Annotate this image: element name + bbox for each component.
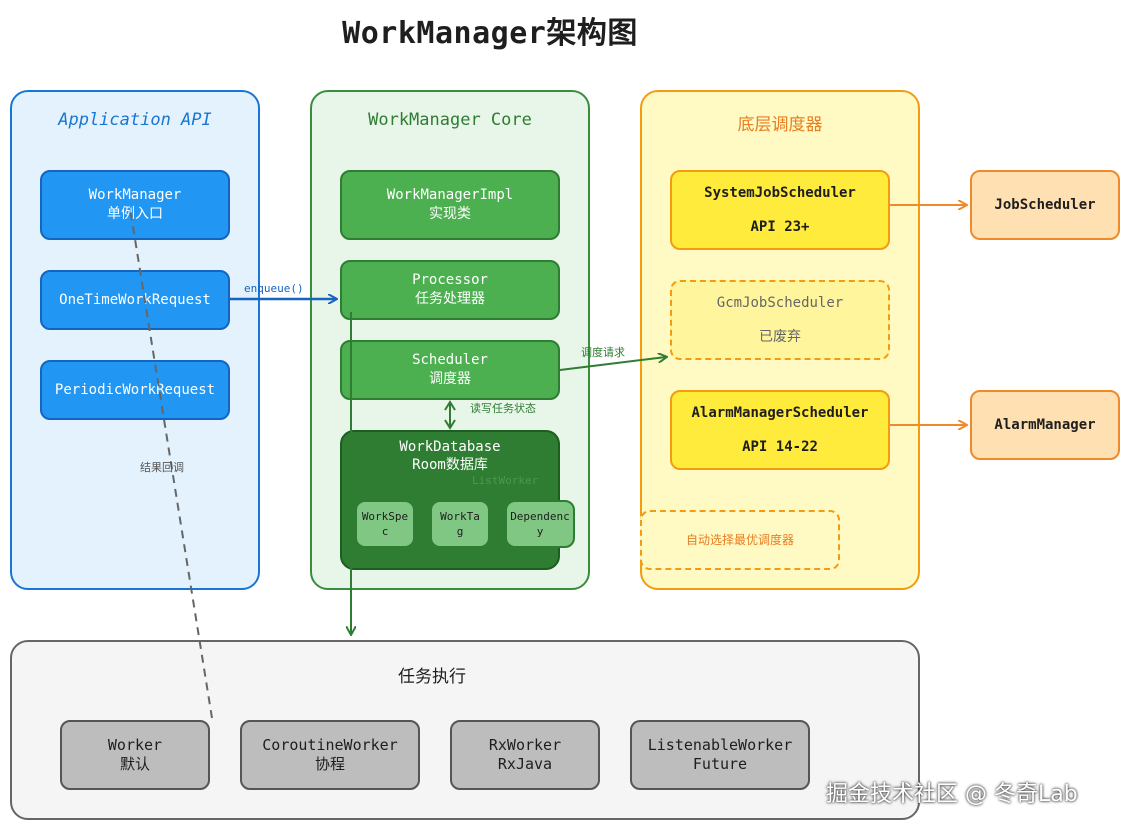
box-line1: SystemJobScheduler [704,185,856,201]
box-line1: WorkManagerImpl [386,187,514,203]
read-write-state-label: 读写任务状态 [470,402,536,415]
scheduler-panel-title: 底层调度器 [737,115,823,135]
diagram-title: WorkManager架构图 [342,16,638,51]
box-line1: WorkManager [88,187,182,203]
box-line1: ListenableWorker [647,736,793,754]
processor-box[interactable]: Processor 任务处理器 [340,260,560,320]
box-line2: Future [692,755,748,773]
result-callback-label: 结果回调 [140,461,184,474]
scheduler-box[interactable]: Scheduler 调度器 [340,340,560,400]
box-line1: WorkSpe [361,510,409,523]
box-line2: g [456,525,464,538]
box-line1: CoroutineWorker [262,736,398,754]
box-line2: c [381,525,389,538]
box-line2: API 23+ [750,219,810,235]
system-job-scheduler-box[interactable]: SystemJobScheduler API 23+ [670,170,890,250]
box-line1: Processor [412,272,488,288]
box-line2: API 14-22 [742,439,818,455]
workmanager-core-panel-title: WorkManager Core [368,110,532,130]
box-line2: 协程 [314,755,345,773]
box-line1: PeriodicWorkRequest [54,381,216,398]
box-line1: GcmJobScheduler [716,295,844,311]
box-line1: JobScheduler [994,196,1096,213]
coroutine-worker-box[interactable]: CoroutineWorker 协程 [240,720,420,790]
alarm-manager-box[interactable]: AlarmManager [970,390,1120,460]
schedule-request-arrow [559,357,666,371]
box-line2: y [536,525,544,538]
onetime-work-request-box[interactable]: OneTimeWorkRequest [40,270,230,330]
workmanager-impl-box[interactable]: WorkManagerImpl 实现类 [340,170,560,240]
application-api-panel-title: Application API [58,110,212,130]
watermark: 掘金技术社区 @ 冬奇Lab [826,782,1078,807]
gcm-job-scheduler-box[interactable]: GcmJobScheduler 已废弃 [670,280,890,360]
db-ghost-label: ListWorker [472,474,539,487]
dependency-table-box[interactable]: Dependenc y [505,500,575,548]
auto-select-note: 自动选择最优调度器 [640,510,840,570]
box-line2: 默认 [119,755,150,773]
box-line2: 任务处理器 [415,291,485,307]
box-line2: 单例入口 [107,206,163,222]
enqueue-label: enqueue() [244,282,304,295]
worker-box[interactable]: Worker 默认 [60,720,210,790]
listenable-worker-box[interactable]: ListenableWorker Future [630,720,810,790]
job-scheduler-box[interactable]: JobScheduler [970,170,1120,240]
rx-worker-box[interactable]: RxWorker RxJava [450,720,600,790]
box-line2: 调度器 [429,371,471,387]
box-line1: AlarmManager [994,416,1096,433]
box-line1: AlarmManagerScheduler [691,405,869,421]
note-text: 自动选择最优调度器 [685,532,794,547]
box-line2: 实现类 [429,206,471,222]
task-execution-panel-title: 任务执行 [398,667,466,687]
db-title: WorkDatabase [399,439,501,455]
periodic-work-request-box[interactable]: PeriodicWorkRequest [40,360,230,420]
workspec-table-box[interactable]: WorkSpe c [355,500,415,548]
box-line1: OneTimeWorkRequest [59,291,211,308]
box-line2: 已废弃 [759,329,801,345]
db-subtitle: Room数据库 [412,457,488,473]
box-line1: WorkTa [440,510,480,523]
workmanager-singleton-box[interactable]: WorkManager 单例入口 [40,170,230,240]
schedule-request-label: 调度请求 [581,346,625,359]
box-line2: RxJava [497,755,553,773]
result-callback-line [129,207,213,719]
alarm-manager-scheduler-box[interactable]: AlarmManagerScheduler API 14-22 [670,390,890,470]
box-line1: Scheduler [412,352,488,368]
box-line1: RxWorker [488,736,562,754]
worktag-table-box[interactable]: WorkTa g [430,500,490,548]
box-line1: Dependenc [510,510,570,523]
box-line1: Worker [107,736,163,754]
